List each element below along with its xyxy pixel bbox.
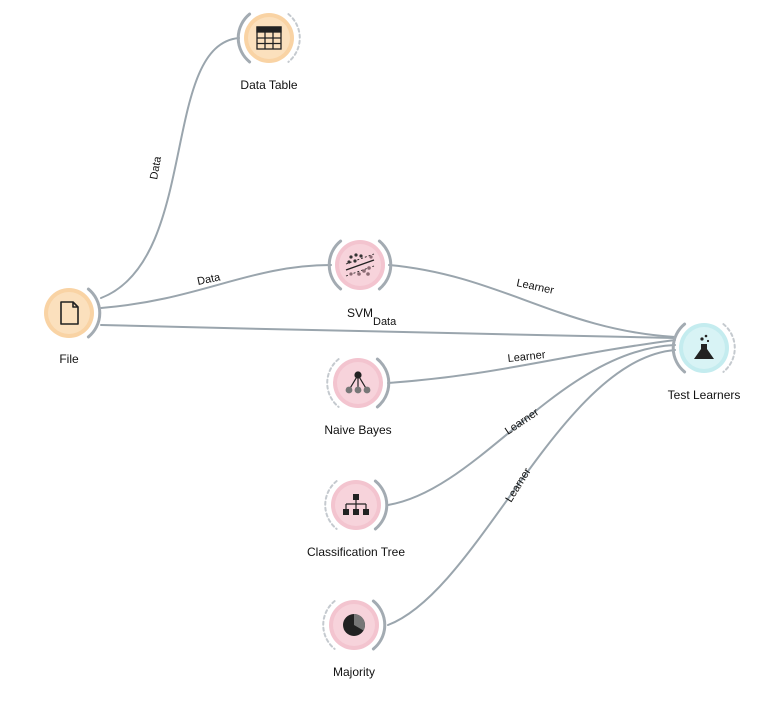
link-label-file-test-learners: Data [373, 316, 397, 328]
data-table-output-anchor[interactable] [287, 13, 301, 63]
link-label-classification-tree-test-learners: Learner [503, 406, 541, 437]
link-svm-test-learners[interactable] [388, 264, 676, 338]
node-svm[interactable]: SVM [327, 239, 393, 320]
link-label-file-data-table: Data [148, 155, 164, 181]
link-label-majority-test-learners: Learner [503, 466, 533, 505]
flask-icon [694, 334, 714, 359]
file-output-anchor[interactable] [86, 287, 102, 339]
naive-bayes-input-anchor[interactable] [326, 358, 340, 408]
node-classification-tree[interactable]: Classification Tree [307, 479, 405, 559]
node-majority[interactable]: Majority [322, 599, 387, 679]
tree-icon [343, 494, 369, 515]
data-table-input-anchor[interactable] [236, 12, 252, 64]
links [100, 37, 676, 626]
classification-tree-input-anchor[interactable] [324, 480, 338, 530]
node-data-table[interactable]: Data Table [236, 12, 301, 92]
naive-bayes-output-anchor[interactable] [375, 357, 391, 409]
node-naive-bayes[interactable]: Naive Bayes [324, 357, 392, 437]
svm-output-anchor[interactable] [377, 239, 393, 291]
pie-icon [343, 614, 365, 636]
network-icon [345, 371, 371, 394]
table-icon [256, 26, 282, 50]
link-label-file-svm: Data [196, 271, 222, 288]
link-file-test-learners[interactable] [100, 324, 676, 339]
svm-input-anchor[interactable] [327, 239, 343, 291]
link-file-data-table[interactable] [100, 37, 240, 299]
link-classification-tree-test-learners[interactable] [387, 344, 676, 506]
link-label-svm-test-learners: Learner [515, 277, 555, 297]
node-label-naive-bayes: Naive Bayes [324, 423, 391, 437]
link-labels: Data Data Data Learner Learner Learner L… [148, 155, 555, 505]
node-label-majority: Majority [333, 665, 375, 679]
link-label-naive-bayes-test-learners: Learner [507, 349, 546, 365]
majority-input-anchor[interactable] [322, 600, 336, 650]
node-label-test-learners: Test Learners [668, 388, 741, 402]
classification-tree-output-anchor[interactable] [373, 479, 389, 531]
node-label-svm: SVM [347, 306, 373, 320]
scatter-svm-icon [345, 253, 375, 277]
node-label-data-table: Data Table [240, 78, 297, 92]
majority-output-anchor[interactable] [371, 599, 387, 651]
link-majority-test-learners[interactable] [387, 349, 676, 626]
test-learners-output-anchor[interactable] [722, 323, 736, 373]
link-naive-bayes-test-learners[interactable] [387, 339, 676, 384]
node-label-file: File [59, 352, 79, 366]
node-label-classification-tree: Classification Tree [307, 545, 405, 559]
document-icon [60, 301, 79, 325]
test-learners-input-anchor[interactable] [671, 322, 687, 374]
node-file[interactable]: File [44, 287, 102, 366]
link-file-svm[interactable] [100, 264, 332, 309]
node-test-learners[interactable]: Test Learners [668, 322, 741, 402]
